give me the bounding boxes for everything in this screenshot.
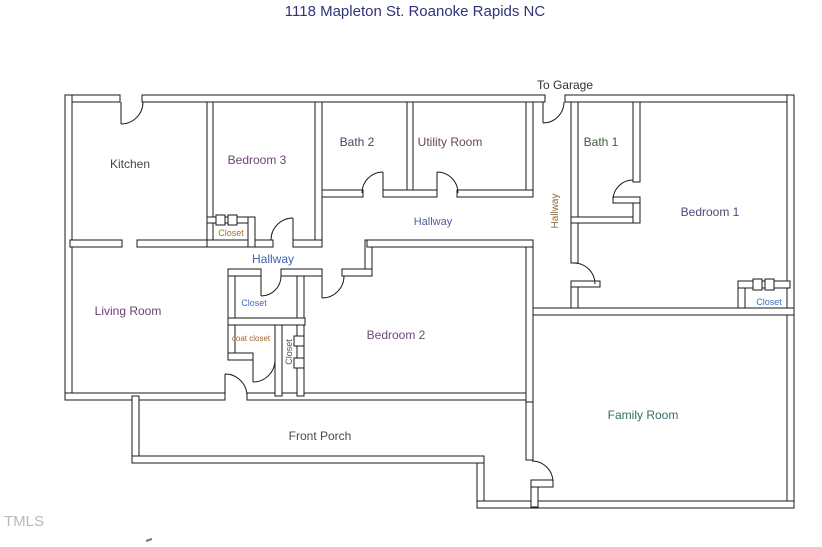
to-garage-label: To Garage bbox=[537, 78, 593, 92]
labels: 1118 Mapleton St. Roanoke Rapids NC To G… bbox=[4, 3, 782, 530]
bath1-door bbox=[612, 179, 634, 201]
utility-door bbox=[436, 171, 459, 194]
page-title: 1118 Mapleton St. Roanoke Rapids NC bbox=[285, 3, 546, 20]
coat-closet-door bbox=[252, 359, 276, 383]
artifact-mark bbox=[145, 538, 153, 542]
label-closet-bedroom1: Closet bbox=[756, 297, 782, 307]
kitchen-door bbox=[120, 101, 144, 125]
sliding-door-marks bbox=[215, 214, 775, 369]
bath2-door bbox=[361, 171, 384, 194]
room-label-living-room: Living Room bbox=[95, 304, 162, 318]
room-label-hallway-vertical: Hallway bbox=[550, 193, 561, 228]
door-swings bbox=[120, 101, 634, 483]
bedroom1-door bbox=[573, 262, 596, 285]
label-closet-bedroom2: Closet bbox=[284, 339, 294, 365]
room-label-bath2: Bath 2 bbox=[340, 135, 375, 149]
walls bbox=[64, 94, 795, 509]
room-label-hallway-upper: Hallway bbox=[414, 216, 453, 228]
room-label-family-room: Family Room bbox=[608, 408, 679, 422]
room-label-front-porch: Front Porch bbox=[289, 429, 352, 443]
label-closet-bedroom3: Closet bbox=[218, 228, 244, 238]
room-label-bath1: Bath 1 bbox=[584, 135, 619, 149]
garage-door bbox=[542, 101, 565, 124]
family-room-door bbox=[531, 460, 554, 483]
room-label-kitchen: Kitchen bbox=[110, 157, 150, 171]
room-label-bedroom2: Bedroom 2 bbox=[367, 328, 426, 342]
front-door bbox=[224, 373, 248, 397]
bedroom2-door bbox=[321, 275, 345, 299]
label-coat-closet: coat closet bbox=[232, 334, 271, 343]
room-label-bedroom1: Bedroom 1 bbox=[681, 205, 740, 219]
room-label-utility: Utility Room bbox=[418, 135, 483, 149]
tmls-watermark: TMLS bbox=[4, 513, 44, 530]
label-closet-hall: Closet bbox=[241, 298, 267, 308]
hall-closet-door bbox=[260, 275, 282, 297]
room-label-bedroom3: Bedroom 3 bbox=[228, 153, 287, 167]
room-label-hallway-lower: Hallway bbox=[252, 252, 294, 266]
bedroom3-door bbox=[270, 217, 294, 241]
